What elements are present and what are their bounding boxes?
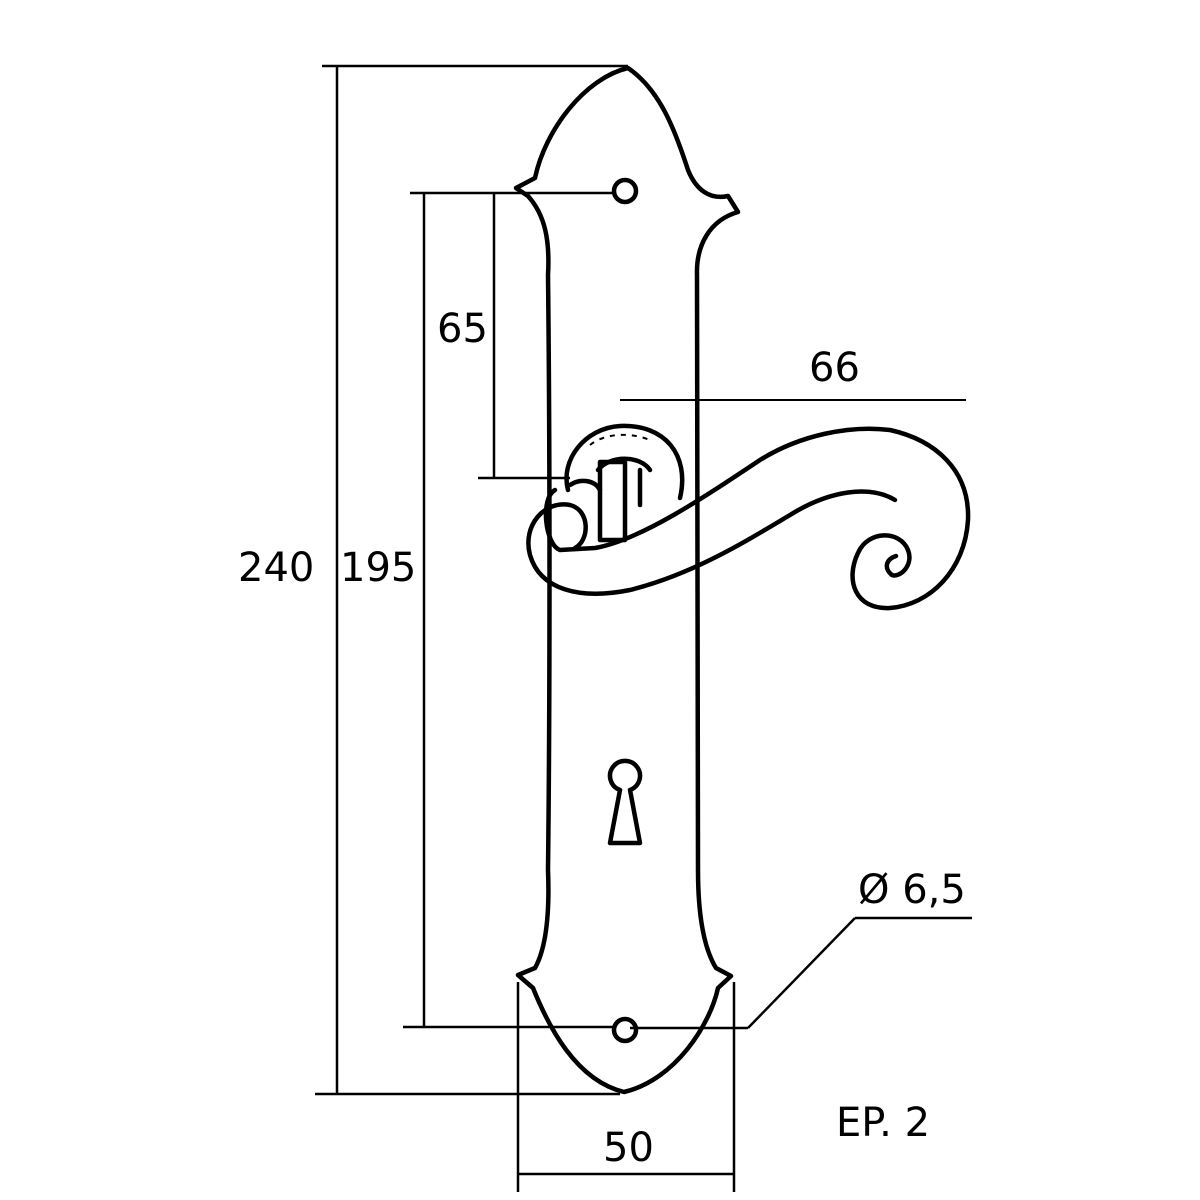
label-plate-width: 50	[603, 1125, 654, 1171]
dimension-total-height	[315, 64, 628, 1096]
top-screw-hole	[611, 177, 639, 205]
dimension-handle-offset	[478, 193, 570, 480]
model-label: EP. 2	[836, 1100, 930, 1146]
keyhole	[607, 758, 643, 846]
leader-hole-diameter	[630, 916, 972, 1030]
lever-handle	[526, 426, 971, 611]
label-hole-diameter: Ø 6,5	[858, 867, 966, 913]
label-handle-offset: 65	[437, 306, 488, 352]
back-plate	[513, 65, 741, 1095]
label-total-height: 240	[238, 545, 314, 591]
label-hole-spacing: 195	[340, 545, 416, 591]
bottom-screw-hole	[611, 1016, 639, 1044]
dimension-plate-width	[516, 982, 736, 1192]
label-handle-length: 66	[809, 345, 860, 391]
dimension-hole-spacing	[403, 191, 614, 1029]
